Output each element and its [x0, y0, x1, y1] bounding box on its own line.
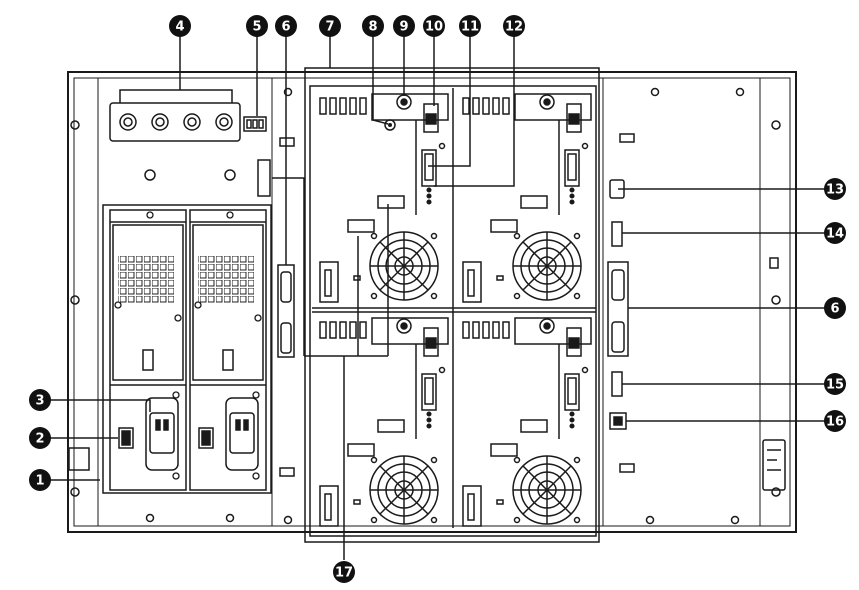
callout-circle [29, 427, 51, 449]
callout-circle [503, 15, 525, 37]
callout-number: 13 [826, 183, 844, 198]
callout-14: 14 [824, 222, 846, 244]
bnc-connector-group [109, 102, 241, 142]
callout-number: 5 [252, 20, 261, 35]
module-bay [304, 67, 600, 543]
fan-icon [512, 231, 582, 301]
callout-3: 3 [29, 389, 51, 411]
chassis [67, 71, 797, 533]
left-bottom-plate [68, 447, 90, 471]
modules [319, 93, 592, 527]
callout-circle [459, 15, 481, 37]
callout-5: 5 [246, 15, 268, 37]
callout-number: 10 [425, 20, 443, 35]
callout-6: 6 [824, 297, 846, 319]
callout-number: 6 [281, 20, 290, 35]
callout-circle [362, 15, 384, 37]
callout-number: 2 [35, 432, 44, 447]
right-ports [607, 133, 786, 491]
leader-line [428, 36, 471, 167]
callout-15: 15 [824, 373, 846, 395]
callout-circle [824, 410, 846, 432]
left-slot [257, 159, 271, 197]
callout-circle [169, 15, 191, 37]
leader-line [434, 36, 515, 187]
callout-number: 7 [325, 20, 334, 35]
leader-line [40, 399, 151, 412]
module-2 [462, 93, 592, 303]
module-3 [319, 317, 449, 527]
rail-screws [70, 87, 781, 525]
callout-number: 15 [826, 378, 844, 393]
callout-number: 12 [505, 20, 523, 35]
callout-number: 14 [826, 227, 844, 242]
callout-circle [423, 15, 445, 37]
leader-line [119, 36, 233, 103]
callout-8: 8 [362, 15, 384, 37]
fan-icon [512, 455, 582, 525]
vent-grid-icon [118, 255, 254, 303]
callout-number: 9 [399, 20, 408, 35]
callout-circle [29, 389, 51, 411]
callout-13: 13 [824, 178, 846, 200]
power-supply-units [102, 204, 272, 494]
callout-7: 7 [319, 15, 341, 37]
power-switch-icon [118, 427, 214, 449]
leader-lines [40, 36, 825, 560]
fan-icon [369, 231, 439, 301]
ac-inlet-icon [145, 397, 259, 471]
indicator-dot [388, 123, 392, 127]
callout-circle [824, 373, 846, 395]
callout-circle [29, 469, 51, 491]
callout-circle [333, 561, 355, 583]
callout-circle [319, 15, 341, 37]
callout-16: 16 [824, 410, 846, 432]
callout-circle [824, 222, 846, 244]
leader-line [372, 36, 389, 125]
callout-circle [824, 297, 846, 319]
leader-line [272, 177, 389, 560]
callout-9: 9 [393, 15, 415, 37]
callout-number: 6 [830, 302, 839, 317]
callout-number: 1 [35, 474, 44, 489]
callout-11: 11 [459, 15, 481, 37]
callout-6: 6 [275, 15, 297, 37]
callout-10: 10 [423, 15, 445, 37]
callout-number: 11 [461, 20, 479, 35]
module-1 [319, 93, 449, 303]
callout-17: 17 [333, 561, 355, 583]
callout-number: 8 [368, 20, 377, 35]
module-4 [462, 317, 592, 527]
callout-circle [246, 15, 268, 37]
callout-circle [393, 15, 415, 37]
callout-number: 17 [335, 566, 353, 581]
fan-icon [369, 455, 439, 525]
indicator-icon [384, 119, 396, 131]
callout-12: 12 [503, 15, 525, 37]
psu-screws [114, 211, 262, 480]
callout-number: 16 [826, 415, 844, 430]
callout-number: 3 [35, 394, 44, 409]
callout-1: 1 [29, 469, 51, 491]
dip-switch [243, 116, 267, 132]
callout-4: 4 [169, 15, 191, 37]
callout-circle [275, 15, 297, 37]
callout-circle [824, 178, 846, 200]
callout-number: 4 [175, 20, 184, 35]
callout-2: 2 [29, 427, 51, 449]
